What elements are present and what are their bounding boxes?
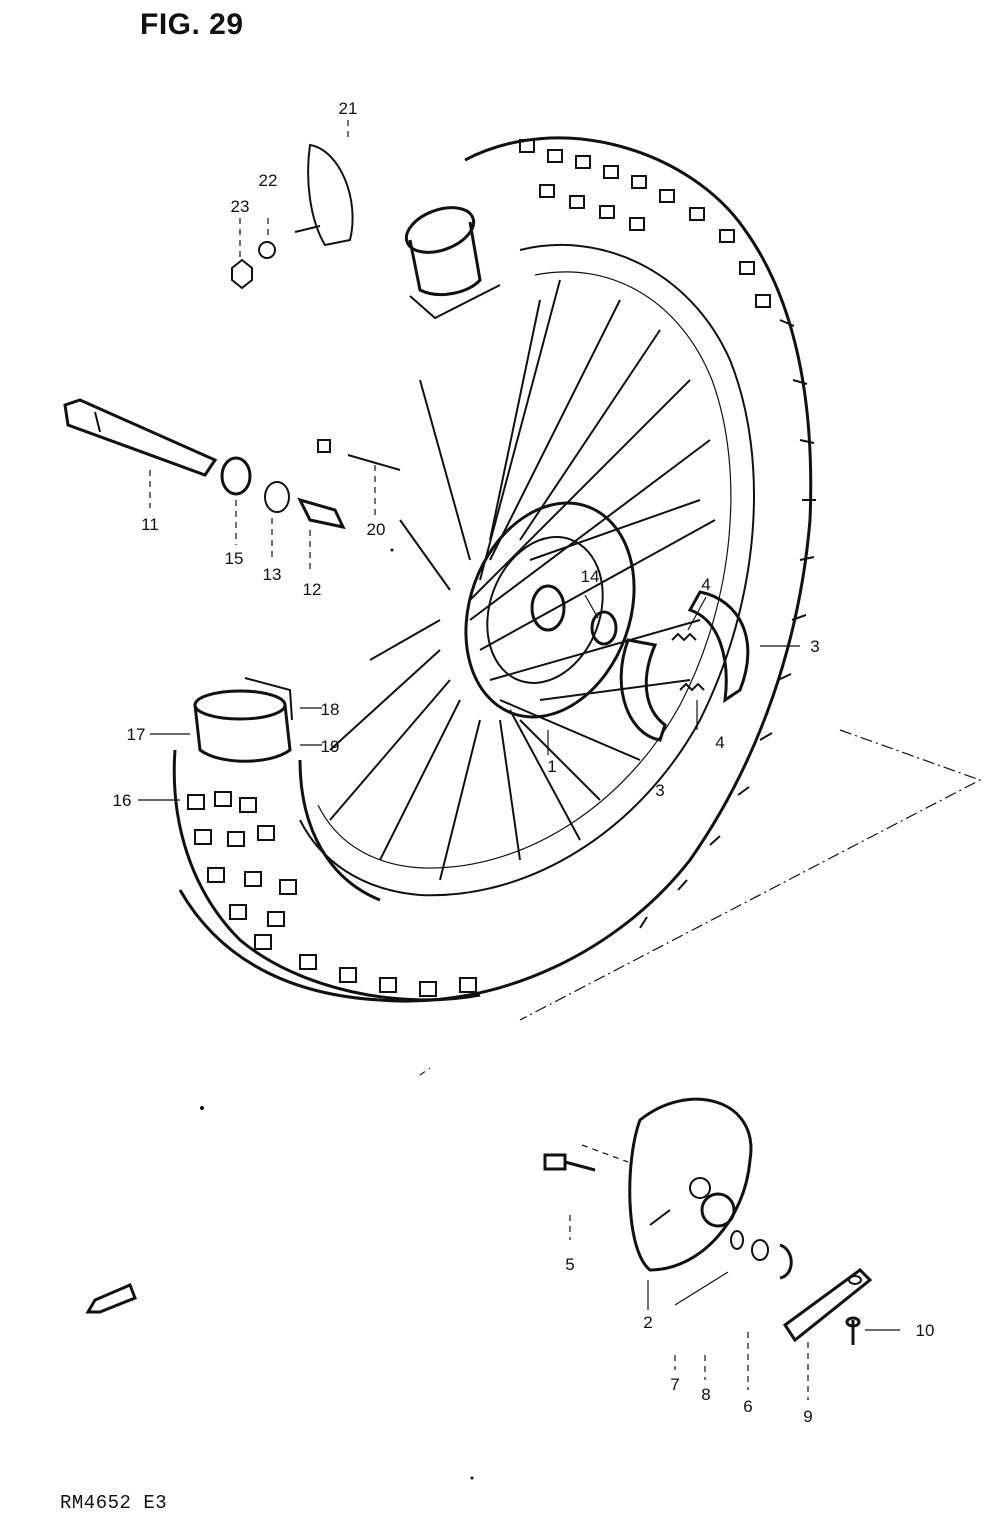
hub-flange	[464, 501, 636, 719]
hub	[464, 501, 636, 719]
callout-17: 17	[127, 725, 146, 744]
hub-bore	[530, 584, 566, 632]
callout-14: 14	[581, 567, 600, 586]
nut-23	[231, 258, 253, 290]
speck	[390, 548, 394, 552]
callout-16: 16	[113, 791, 132, 810]
callout-2: 2	[643, 1313, 652, 1332]
washer-6	[751, 1239, 769, 1261]
brake-lever-9	[782, 1268, 873, 1343]
brake-shoe-lower	[619, 638, 667, 742]
wheel-assembly	[172, 136, 816, 1003]
tire-knobs	[639, 319, 816, 929]
brake-shoe-upper	[687, 590, 750, 704]
spacer-12	[297, 497, 346, 530]
spoke-nipple-20	[317, 439, 401, 471]
spring-upper	[671, 632, 697, 642]
document-code: RM4652 E3	[60, 1492, 168, 1514]
spring-lower	[679, 682, 705, 692]
callout-11: 11	[141, 515, 159, 534]
callout-12: 12	[303, 580, 322, 599]
callout-4a: 4	[701, 575, 710, 594]
callout-22: 22	[259, 171, 278, 190]
callout-21: 21	[339, 99, 358, 118]
tread-blocks-lower	[187, 791, 477, 997]
rim-lock	[294, 143, 354, 247]
callout-1: 1	[547, 757, 556, 776]
callout-labels: 1 2 3 3 4 4 5 6 7 8 9 10 11 12 13 14 15 …	[113, 99, 935, 1426]
forward-arrow: FWD	[85, 1283, 137, 1314]
callout-18: 18	[321, 700, 340, 719]
figure-title: FIG. 29	[140, 8, 244, 41]
oil-seal-15	[220, 456, 252, 496]
speck	[200, 1106, 204, 1110]
callout-5: 5	[565, 1255, 574, 1274]
tube-lower	[193, 677, 293, 763]
rim-inner	[317, 271, 732, 869]
callout-10: 10	[916, 1321, 935, 1340]
callout-19: 19	[321, 737, 340, 756]
axle-11	[63, 398, 218, 477]
rim-outer	[299, 243, 755, 897]
spokes	[329, 279, 716, 881]
washer-22	[258, 241, 276, 259]
tire-outer-edge	[178, 136, 813, 1003]
leader-lines	[138, 120, 900, 1400]
brake-panel-2	[628, 1097, 753, 1272]
oring-7	[730, 1230, 744, 1250]
callout-4b: 4	[715, 733, 724, 752]
hub-bearing-14	[590, 610, 618, 646]
hub-body	[486, 536, 604, 684]
callout-20: 20	[367, 520, 386, 539]
bolt-10	[845, 1316, 861, 1345]
callout-9: 9	[803, 1407, 812, 1426]
circlip-8	[779, 1243, 793, 1280]
callout-3a: 3	[810, 637, 819, 656]
callout-15: 15	[225, 549, 244, 568]
callout-3b: 3	[655, 781, 664, 800]
tread-blocks-top	[519, 139, 771, 308]
callout-13: 13	[263, 565, 282, 584]
assembly-lines	[419, 729, 982, 1076]
callout-23: 23	[231, 197, 250, 216]
callout-6: 6	[743, 1397, 752, 1416]
callout-8: 8	[701, 1385, 710, 1404]
spacer-13	[264, 481, 290, 513]
brake-cam-5	[543, 1153, 596, 1172]
callout-7: 7	[670, 1375, 679, 1394]
tire-lower-section	[172, 749, 481, 1002]
tube-upper	[404, 206, 501, 320]
speck	[470, 1476, 474, 1480]
